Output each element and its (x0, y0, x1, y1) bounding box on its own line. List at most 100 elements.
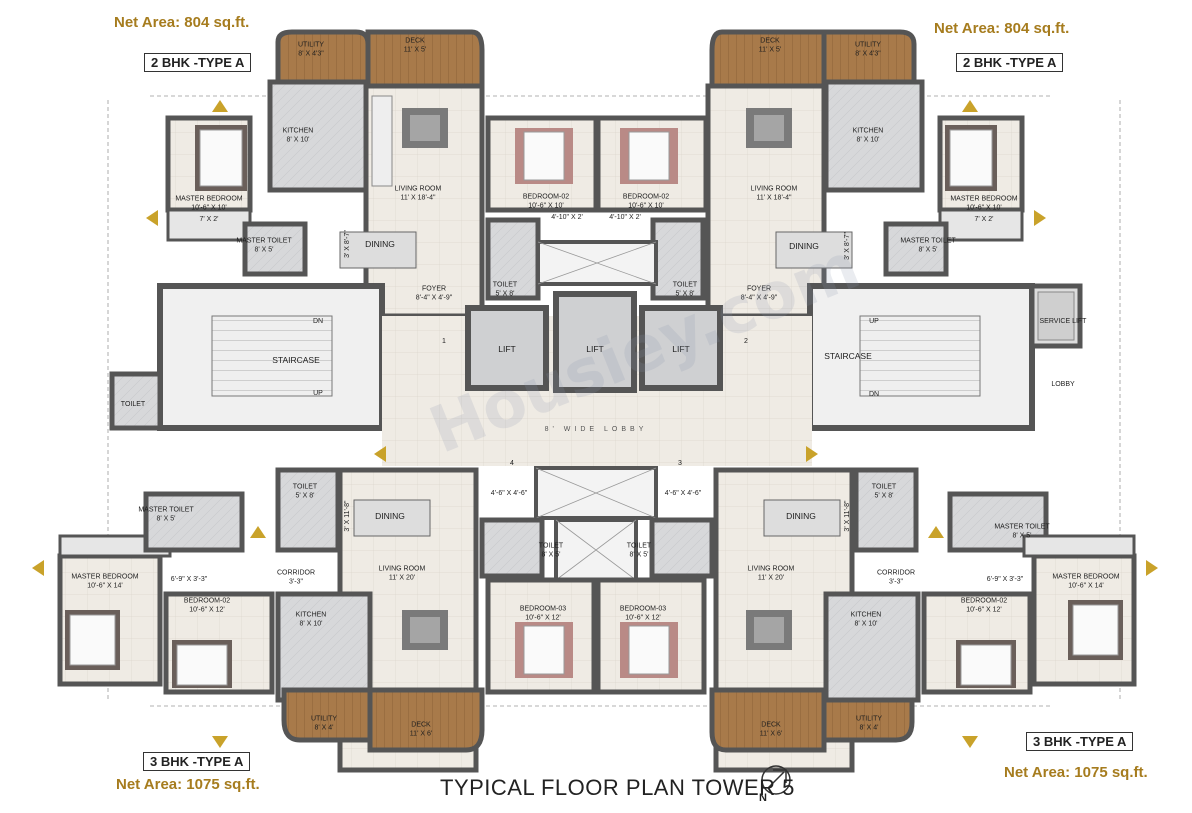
room-name-r51: CORRIDOR (277, 570, 315, 577)
room-label-r59: 4'-6" X 4'-6" (665, 490, 702, 497)
room-label-r37: 3' X 8'-7" (844, 232, 851, 260)
room-name-r69: MASTER BEDROOM (1052, 574, 1119, 581)
room-name-r41: SERVICE LIFT (1040, 318, 1088, 325)
room-name-r39: UP (869, 318, 879, 325)
room-dim-r26: 4'-10" X 2' (609, 214, 641, 221)
room-name-r58: DECK (411, 722, 431, 729)
room-label-r16: UP (313, 390, 323, 397)
unit-type-top-right: 2 BHK -TYPE A (956, 53, 1064, 72)
room-dim-r63: 3' X 11'-8" (844, 500, 851, 532)
room-dim-r29: 11' X 18'-4" (757, 195, 793, 202)
room-name-r24: 3 (678, 460, 682, 467)
room-name-r3: KITCHEN (283, 128, 314, 135)
room-label-r13: 3' X 8'-7" (344, 230, 351, 258)
room-dim-r44: 5' X 8' (295, 493, 314, 500)
room-name-r42: LOBBY (1051, 381, 1075, 388)
unit-type-bottom-right: 3 BHK -TYPE A (1026, 732, 1134, 751)
room-name-r53: TOILET (539, 543, 564, 550)
room-dim-r28: 8'-4" X 4'-9" (741, 295, 778, 302)
room-dim-r52: 11' X 20' (389, 575, 415, 582)
unit-top-left (165, 29, 599, 319)
room-label-r68: 6'-9" X 3'-3" (987, 576, 1024, 583)
room-dim-r71: 10'-6" X 12' (966, 607, 1002, 614)
room-dim-r70: 8' X 10' (855, 621, 878, 628)
unit-top-right (595, 29, 1025, 319)
room-dim-r68: 6'-9" X 3'-3" (987, 576, 1024, 583)
unit-type-bottom-left: 3 BHK -TYPE A (143, 752, 251, 771)
room-dim-r31: 8' X 4'3" (855, 51, 881, 58)
unit-type-top-left: 2 BHK -TYPE A (144, 53, 252, 72)
room-dim-r4: 11' X 18'-4" (401, 195, 437, 202)
plan-title: TYPICAL FLOOR PLAN TOWER 5 (440, 775, 795, 800)
room-label-r14: STAIRCASE (272, 355, 320, 365)
room-dim-r54: 10'-6" X 12' (189, 607, 225, 614)
room-dim-r55: 8' X 10' (300, 621, 323, 628)
room-name-r64: TOILET (872, 484, 897, 491)
net-area-bottom-left: Net Area: 1075 sq.ft. (116, 776, 260, 793)
room-label-r26: 4'-10" X 2' (609, 214, 641, 221)
room-dim-r50: 6'-9" X 3'-3" (171, 576, 208, 583)
room-name-r21: 1 (442, 338, 446, 345)
room-name-r7: MASTER TOILET (236, 238, 292, 245)
room-dim-r32: 11' X 5' (759, 47, 781, 54)
room-dim-r51: 3'-3" (289, 579, 303, 586)
room-name-r47: MASTER TOILET (138, 507, 194, 514)
room-label-r18: LIFT (498, 344, 515, 354)
room-label-r34: 7' X 2' (974, 216, 993, 223)
room-label-r23: 4 (510, 460, 514, 467)
room-name-r62: DINING (786, 511, 816, 521)
room-name-r8: DINING (365, 239, 395, 249)
room-label-r62: DINING (786, 511, 816, 521)
room-dim-r69: 10'-6" X 14' (1068, 583, 1104, 590)
room-name-r17: TOILET (121, 401, 146, 408)
north-compass-icon (761, 765, 791, 795)
net-area-top-right: Net Area: 804 sq.ft. (934, 20, 1070, 37)
room-dim-r5: 10'-6" X 10' (191, 205, 227, 212)
room-label-r71: BEDROOM-02 10'-6" X 12' (961, 598, 1007, 614)
room-name-r55: KITCHEN (296, 612, 327, 619)
room-name-r65: LIVING ROOM (748, 566, 795, 573)
room-dim-r2: 11' X 5' (404, 47, 426, 54)
room-label-r51: CORRIDOR 3'-3" (277, 570, 315, 586)
room-dim-r34: 7' X 2' (974, 216, 993, 223)
room-dim-r56: 10'-6" X 12' (525, 615, 561, 622)
room-dim-r59: 4'-6" X 4'-6" (665, 490, 702, 497)
room-dim-r65: 11' X 20' (758, 575, 784, 582)
room-name-r61: BEDROOM-03 (620, 606, 666, 613)
room-name-r71: BEDROOM-02 (961, 598, 1007, 605)
net-area-bottom-right: Net Area: 1075 sq.ft. (1004, 764, 1148, 781)
room-name-r19: LIFT (586, 344, 603, 354)
room-label-r65: LIVING ROOM 11' X 20' (748, 566, 795, 582)
room-dim-r46: 3' X 11'-8" (344, 500, 351, 532)
room-label-r43: 8' WIDE LOBBY (545, 426, 644, 433)
room-name-r49: MASTER BEDROOM (71, 574, 138, 581)
room-name-r15: DN (313, 318, 323, 325)
room-name-r1: UTILITY (298, 42, 324, 49)
room-name-r5: MASTER BEDROOM (175, 196, 242, 203)
room-name-r52: LIVING ROOM (379, 566, 426, 573)
room-label-r42: LOBBY (1051, 381, 1075, 388)
room-dim-r48: 4'-6" X 4'-6" (491, 490, 528, 497)
room-name-r11: TOILET (493, 282, 518, 289)
room-label-r22: 2 (744, 338, 748, 345)
room-dim-r11: 5' X 8' (495, 291, 514, 298)
room-label-r50: 6'-9" X 3'-3" (171, 576, 208, 583)
room-label-r52: LIVING ROOM 11' X 20' (379, 566, 426, 582)
room-dim-r66: 3'-3" (889, 579, 903, 586)
